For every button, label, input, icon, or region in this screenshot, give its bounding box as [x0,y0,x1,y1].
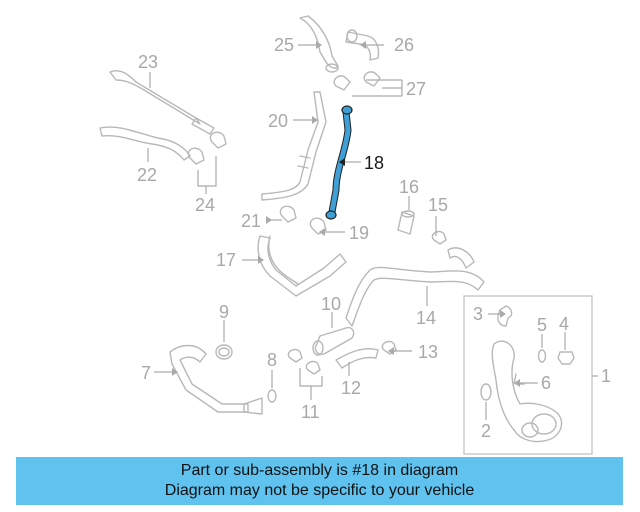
inset-box-assembly-1 [463,295,593,455]
callout-10: 10 [321,294,341,314]
callout-21: 21 [241,211,261,231]
callout-27: 27 [406,79,426,99]
part-16-connector [397,210,415,235]
part-13-clamp [381,340,397,355]
callout-8: 8 [267,350,277,370]
part-27-clamps [333,71,381,91]
callout-7: 7 [141,363,151,383]
callout-22: 22 [137,165,157,185]
callout-2: 2 [481,421,491,441]
part-23-pipe [109,70,215,135]
part-5-seal [537,349,547,363]
callout-15: 15 [428,195,448,215]
part-24-clamps [187,131,227,165]
leader-lines [147,44,566,420]
arrowhead-18 [339,158,345,166]
callout-1: 1 [601,366,611,386]
callout-3: 3 [473,304,483,324]
part-9-oring [215,344,233,360]
info-banner: Part or sub-assembly is #18 in diagram D… [16,457,623,505]
part-18-hose [325,105,353,220]
part-22-hose [99,126,191,161]
part-21-clamp [279,205,297,223]
callout-labels: 25 26 27 23 22 24 20 18 21 19 16 15 17 1… [137,35,611,441]
part-3-bracket [497,305,513,327]
callout-12: 12 [341,378,361,398]
part-12-hose [335,348,379,369]
callout-16: 16 [399,177,419,197]
callout-18: 18 [364,153,384,173]
callout-4: 4 [559,314,569,334]
callout-17: 17 [216,250,236,270]
part-11-clamps [287,348,321,375]
callout-25: 25 [274,35,294,55]
arrowheads [172,41,520,387]
callout-9: 9 [219,302,229,322]
part-2-oring [480,383,492,401]
part-17-pipe [257,235,347,297]
callout-19: 19 [349,223,369,243]
callout-14: 14 [416,308,436,328]
part-4-sensor [557,351,575,365]
part-19-clamp [309,217,327,235]
callout-20: 20 [268,111,288,131]
part-15-clamp [431,230,447,245]
part-14-hose [345,247,485,327]
banner-line-2: Diagram may not be specific to your vehi… [164,482,475,499]
callout-26: 26 [394,35,414,55]
assembly-1-housing [491,340,563,443]
callout-11: 11 [301,402,320,422]
callout-6: 6 [541,373,551,393]
callout-13: 13 [418,342,438,362]
banner-line-1: Part or sub-assembly is #18 in diagram [180,462,459,479]
part-7-pipe [169,344,263,415]
part-10-hose [312,326,355,356]
part-25-hose [299,15,339,73]
callout-5: 5 [537,315,547,335]
part-8-seal [267,389,277,403]
part-20-pipe [261,91,327,201]
callout-23: 23 [138,52,158,72]
callout-24: 24 [195,195,215,215]
